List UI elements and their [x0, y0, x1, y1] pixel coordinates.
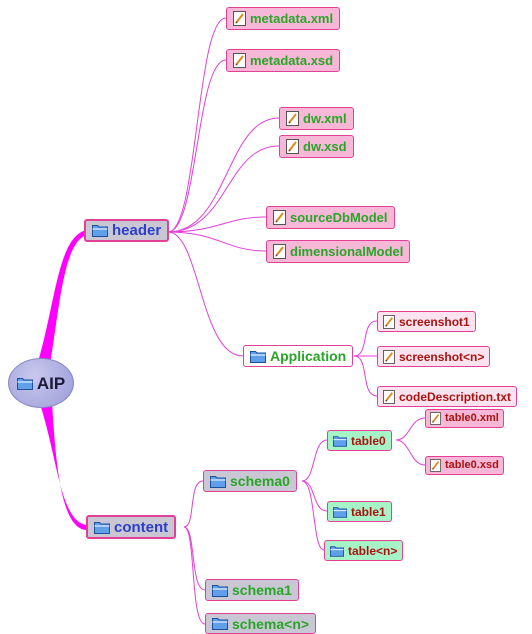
file-node-sourcedbmodel[interactable]: sourceDbModel — [266, 206, 395, 229]
connector-header-application — [167, 231, 244, 357]
file-edit-icon — [383, 389, 395, 404]
connector-header-metadata-xsd — [167, 59, 227, 233]
table-node-table-n[interactable]: table<n> — [324, 540, 404, 561]
connector-schema0-table-n — [301, 480, 325, 551]
file-node-dw-xml[interactable]: dw.xml — [279, 107, 354, 130]
table-node-table0[interactable]: table0 — [327, 430, 392, 451]
schema-node-schema0[interactable]: schema0 — [203, 470, 297, 492]
file-label: metadata.xml — [250, 11, 334, 26]
application-label: Application — [270, 348, 347, 364]
file-edit-icon — [273, 210, 286, 225]
header-label: header — [112, 222, 162, 239]
file-edit-icon — [430, 412, 441, 425]
folder-icon — [250, 350, 266, 363]
folder-icon — [94, 521, 110, 534]
file-node-metadata-xml[interactable]: metadata.xml — [226, 7, 341, 30]
schema-node-schema1[interactable]: schema1 — [205, 579, 299, 601]
connector-content-schema1 — [183, 526, 206, 591]
file-edit-icon — [286, 111, 299, 126]
schema-node-schema-n[interactable]: schema<n> — [205, 613, 317, 634]
file-label: dw.xml — [303, 111, 347, 126]
header-node[interactable]: header — [84, 219, 170, 242]
connector-header-dw-xsd — [167, 145, 280, 233]
folder-icon — [212, 584, 228, 597]
file-label: metadata.xsd — [250, 53, 334, 68]
file-node-dimensionalmodel[interactable]: dimensionalModel — [266, 240, 411, 263]
connector-content-schema-n — [183, 526, 206, 625]
file-node-metadata-xsd[interactable]: metadata.xsd — [226, 49, 341, 72]
folder-icon — [210, 475, 226, 488]
connector-schema0-table1 — [301, 480, 328, 512]
root-node-aip[interactable]: AIP — [8, 358, 74, 408]
connector-header-sourcedbmodel — [167, 216, 267, 233]
folder-icon — [333, 506, 347, 518]
table-label: table0 — [351, 433, 386, 448]
table-label: table1 — [351, 504, 386, 519]
connector-table0-xsd — [395, 439, 426, 466]
file-node-dw-xsd[interactable]: dw.xsd — [279, 135, 354, 158]
file-edit-icon — [430, 459, 441, 472]
connector-application-codedescription — [353, 355, 378, 397]
connector-table0-xml — [395, 417, 426, 441]
file-node-table0-xml[interactable]: table0.xml — [425, 409, 504, 428]
content-node[interactable]: content — [86, 515, 177, 539]
file-edit-icon — [383, 349, 395, 364]
file-edit-icon — [383, 314, 395, 329]
schema-label: schema0 — [230, 473, 290, 489]
table-node-table1[interactable]: table1 — [327, 501, 392, 522]
file-node-screenshot-n[interactable]: screenshot<n> — [377, 346, 491, 367]
file-node-codedescription[interactable]: codeDescription.txt — [377, 386, 518, 407]
content-label: content — [114, 518, 169, 536]
file-label: dimensionalModel — [290, 244, 404, 259]
connector-schema0-table0 — [301, 439, 328, 482]
file-label: table0.xsd — [445, 459, 499, 471]
folder-icon — [92, 225, 108, 237]
file-edit-icon — [233, 11, 246, 26]
file-edit-icon — [273, 244, 286, 259]
folder-icon — [330, 545, 344, 557]
application-node[interactable]: Application — [243, 345, 354, 367]
file-edit-icon — [233, 53, 246, 68]
file-label: sourceDbModel — [290, 210, 388, 225]
root-label: AIP — [36, 373, 66, 393]
file-label: screenshot<n> — [399, 349, 485, 364]
file-label: codeDescription.txt — [399, 389, 512, 404]
schema-label: schema1 — [232, 582, 292, 598]
connector-header-dimensionalmodel — [167, 231, 267, 252]
folder-icon — [333, 435, 347, 447]
file-label: screenshot1 — [399, 314, 470, 329]
connector-root-header — [38, 230, 86, 365]
connector-header-metadata-xml — [167, 17, 227, 233]
file-label: table0.xml — [445, 412, 499, 424]
folder-icon — [212, 618, 228, 630]
schema-label: schema<n> — [232, 615, 310, 632]
file-label: dw.xsd — [303, 139, 347, 154]
table-label: table<n> — [348, 543, 398, 558]
connector-application-screenshot1 — [353, 320, 378, 357]
folder-icon — [16, 377, 33, 390]
file-node-screenshot1[interactable]: screenshot1 — [377, 311, 476, 332]
file-node-table0-xsd[interactable]: table0.xsd — [425, 456, 504, 475]
file-edit-icon — [286, 139, 299, 154]
connector-content-schema0 — [183, 480, 204, 528]
connector-root-content — [40, 402, 86, 530]
connector-header-dw-xml — [167, 117, 280, 233]
